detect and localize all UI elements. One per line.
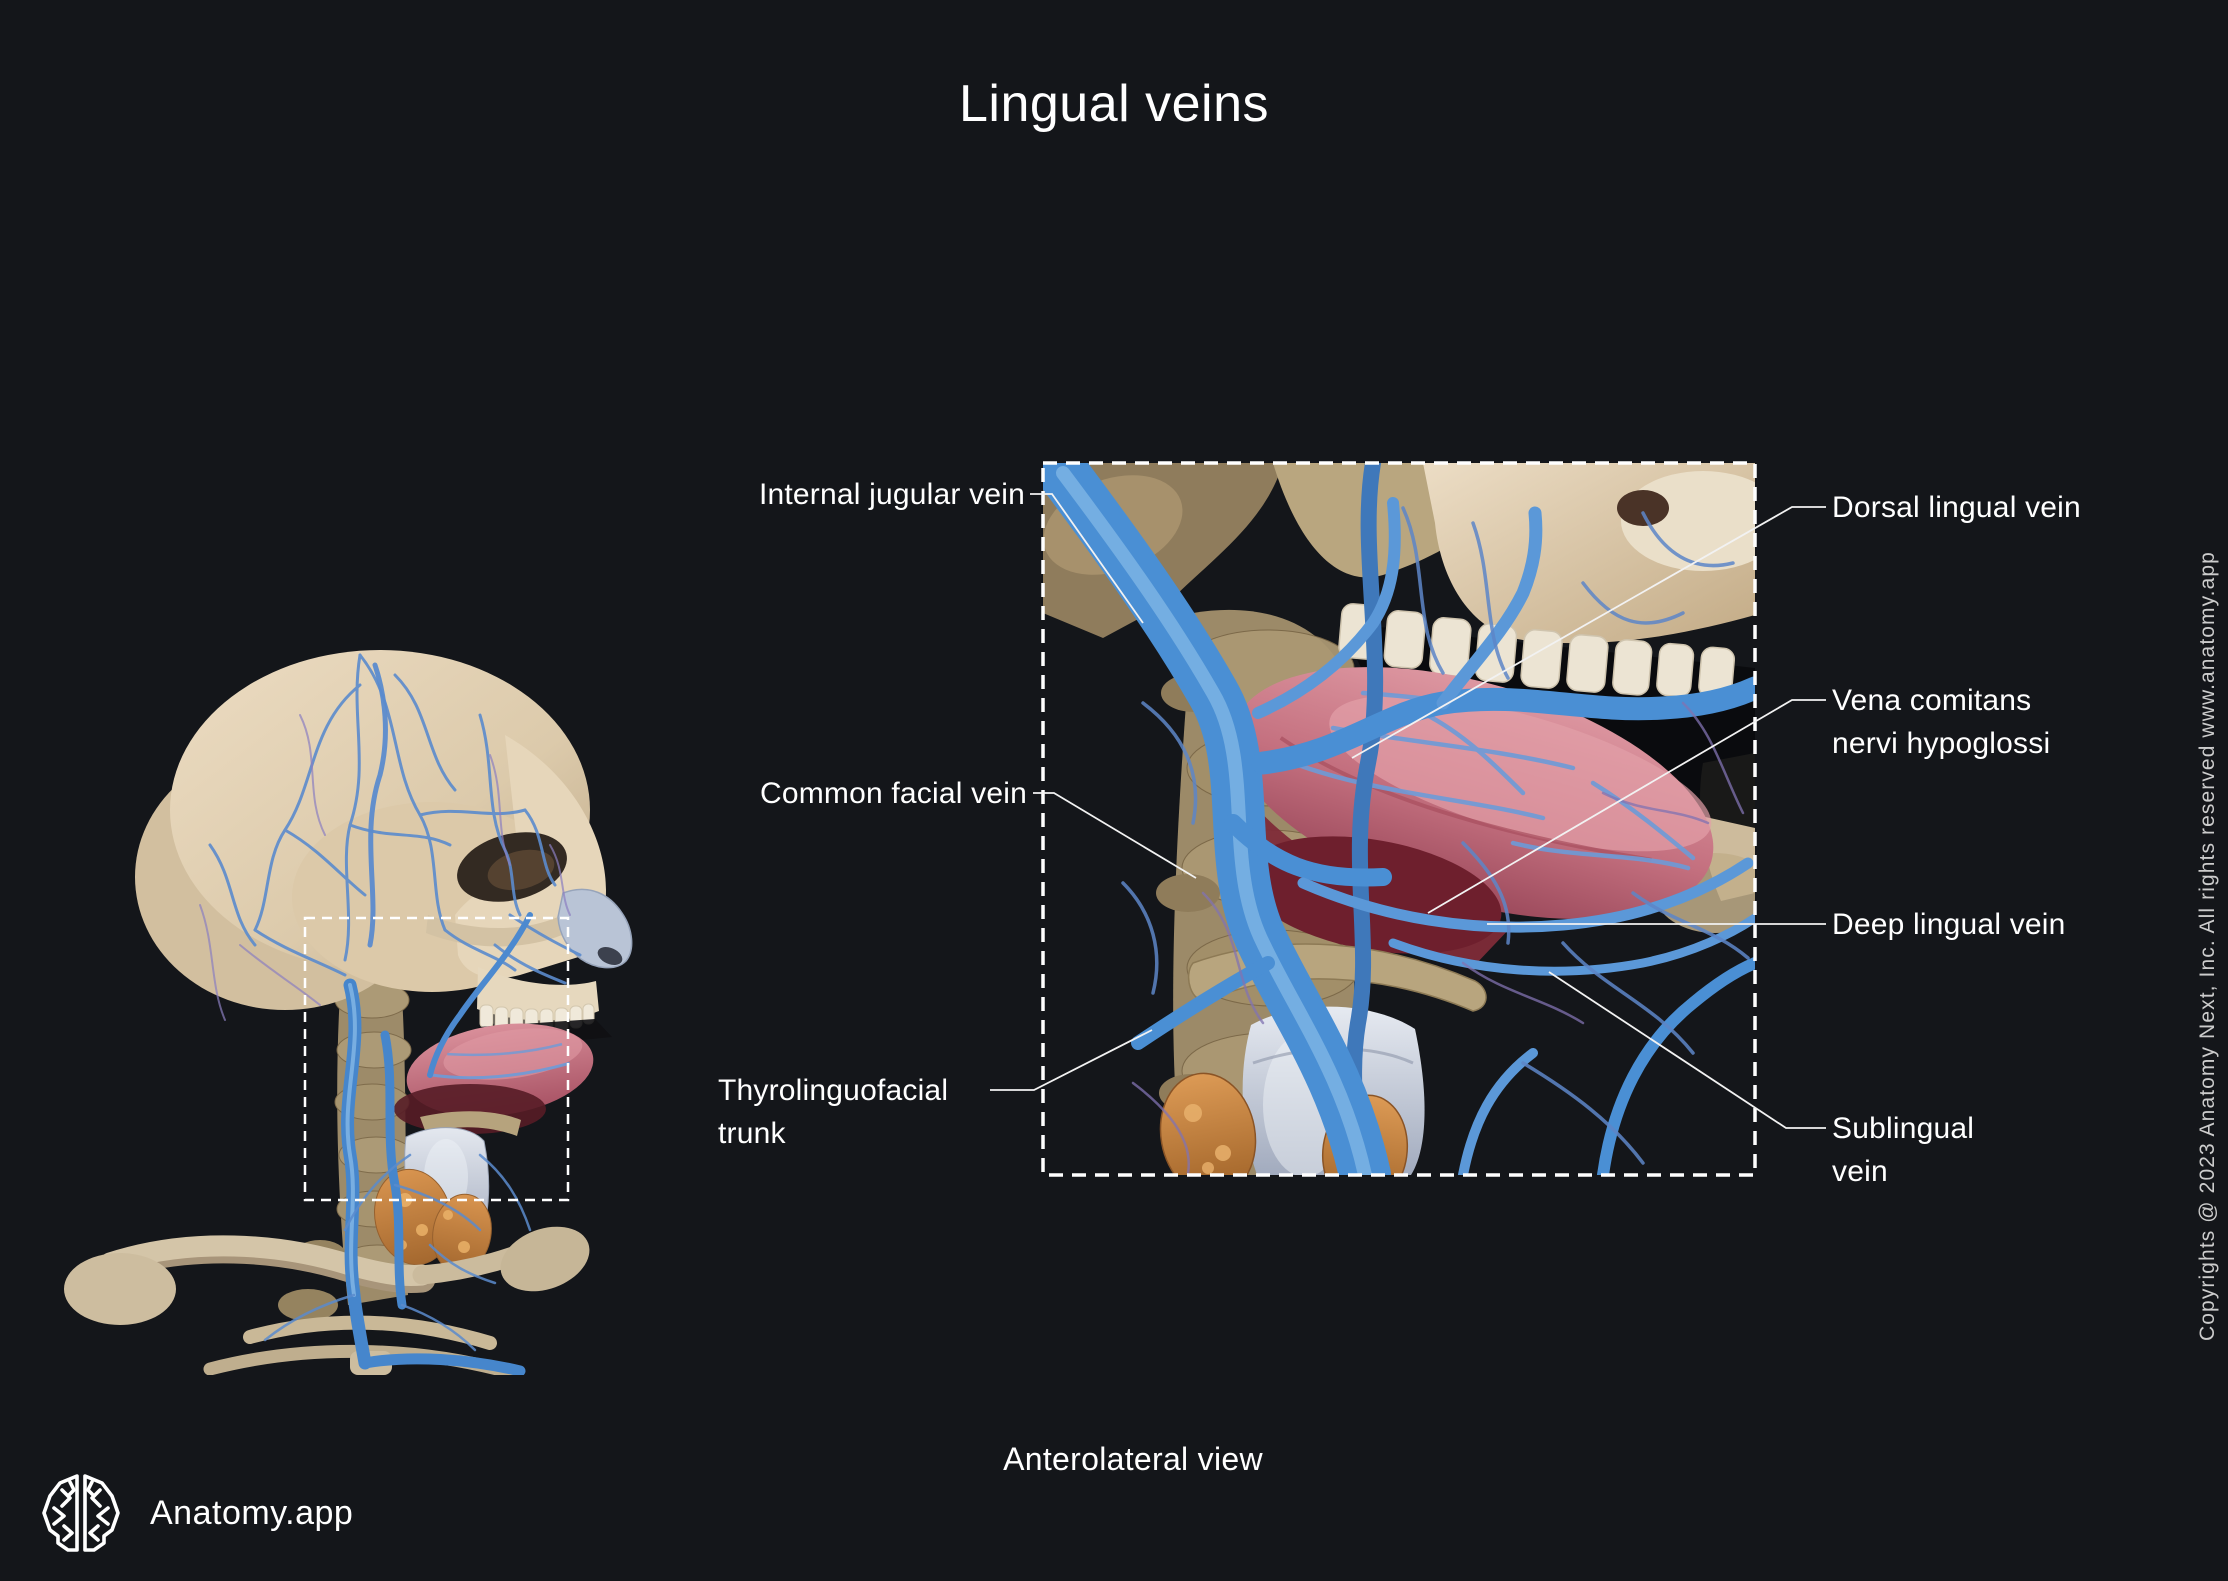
brand-footer: Anatomy.app [40,1468,353,1558]
brain-logo-icon [42,1474,120,1552]
label-thyrolinguofacial-trunk: Thyrolinguofacial trunk [718,1074,949,1150]
label-sublingual-vein: Sublingual vein [1832,1112,1975,1188]
overview-skull-illustration [64,650,633,1375]
label-internal-jugular-vein: Internal jugular vein [758,478,1025,511]
view-caption: Anterolateral view [1003,1441,1263,1477]
label-common-facial-vein: Common facial vein [759,777,1027,810]
label-vena-comitans-nervi-hypoglossi: Vena comitans nervi hypoglossi [1832,684,2051,760]
inset-magnified-illustration [1043,463,1755,1175]
copyright-notice: Copyrights @ 2023 Anatomy Next, Inc. All… [2196,551,2219,1341]
label-dorsal-lingual-vein: Dorsal lingual vein [1832,491,2081,524]
page-title: Lingual veins [958,75,1270,133]
brand-app-name: Anatomy.app [150,1493,354,1532]
label-deep-lingual-vein: Deep lingual vein [1832,908,2066,941]
